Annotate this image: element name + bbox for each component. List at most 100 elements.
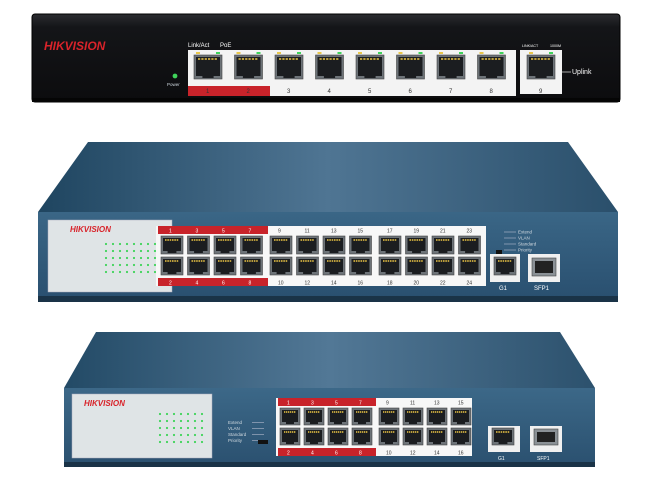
status-led [132,270,136,274]
port-14[interactable] [322,256,346,276]
port-8[interactable] [240,256,263,276]
port-8[interactable] [351,427,373,446]
port-number-7: 7 [249,229,252,235]
uplink-port-g1[interactable] [493,256,517,276]
port-number-14: 14 [331,281,337,287]
status-led [153,249,157,253]
port-9[interactable] [269,235,293,255]
sfp-port-1[interactable] [531,257,557,277]
port-number-13: 13 [331,229,337,235]
port-13[interactable] [426,407,448,426]
port-12[interactable] [296,256,319,276]
port-17[interactable] [378,235,402,255]
sfp-port-1-3[interactable] [533,428,559,446]
hikvision-logo: HIKVISION [44,39,106,53]
port-8-led-right [499,52,504,54]
port-number-21: 21 [440,229,446,235]
port-6[interactable] [396,52,425,80]
port-16[interactable] [349,256,372,276]
port-number-12: 12 [305,281,311,287]
port-10[interactable] [269,256,293,276]
port-13[interactable] [322,235,346,255]
port-4[interactable] [315,52,344,80]
port-15[interactable] [349,235,372,255]
port-5[interactable] [355,52,385,80]
port-2[interactable] [234,52,263,80]
port-22[interactable] [431,256,455,276]
port-2[interactable] [279,427,301,446]
port-4[interactable] [187,256,210,276]
port-12[interactable] [402,427,424,446]
port-7[interactable] [240,235,263,255]
status-led [118,263,122,267]
port-number-12: 12 [410,451,416,457]
status-led [118,249,122,253]
port-2[interactable] [160,256,184,276]
port-8[interactable] [477,52,506,80]
status-led [104,256,108,260]
port-16[interactable] [450,427,472,446]
port-11[interactable] [402,407,424,426]
port-18[interactable] [378,256,402,276]
port-number-19: 19 [414,229,420,235]
port-number-4: 4 [196,281,199,287]
port-4[interactable] [303,427,325,446]
port-5[interactable] [327,407,349,426]
status-led [179,426,183,430]
port-number-2: 2 [247,89,251,95]
port-1-led-right [216,52,220,54]
status-led [118,270,122,274]
port-5[interactable] [213,235,237,255]
port-3[interactable] [303,407,325,426]
port-7[interactable] [351,407,373,426]
port-3[interactable] [274,52,304,80]
status-led [118,256,122,260]
port-1[interactable] [160,235,184,255]
status-led [132,263,136,267]
port-21[interactable] [431,235,455,255]
port-14[interactable] [426,427,448,446]
port-1-led-left [196,52,200,54]
port-15[interactable] [450,407,472,426]
port-number-3: 3 [287,89,291,95]
port-6[interactable] [213,256,237,276]
port-1[interactable] [193,52,223,80]
status-led [200,419,204,423]
port-24[interactable] [458,256,481,276]
port-number-10: 10 [386,451,392,457]
status-led [165,440,169,444]
uplink-led-label-link: LINK/ACT [522,44,539,48]
status-led [165,433,169,437]
port-6[interactable] [327,427,349,446]
status-led [186,433,190,437]
port-19[interactable] [405,235,428,255]
uplink-port-9[interactable] [526,52,556,80]
port-7[interactable] [436,52,466,80]
status-led [104,249,108,253]
port-1[interactable] [279,407,301,426]
port-23[interactable] [458,235,481,255]
port-11[interactable] [296,235,319,255]
port-number-11: 11 [305,229,310,235]
poe-port-band [188,86,270,96]
port-20[interactable] [405,256,428,276]
mode-switch[interactable] [496,250,502,254]
poe-band-top [158,226,268,234]
port-9[interactable] [378,407,400,426]
sfp-port-label: SFP1 [534,286,550,292]
status-led [146,270,150,274]
port-number-14: 14 [434,451,440,457]
port-number-1: 1 [287,401,290,407]
mode-switch-3[interactable] [258,440,268,444]
status-led [193,433,197,437]
switch-2-top [38,142,618,212]
uplink-port-g1-3[interactable] [491,427,515,446]
port-3[interactable] [187,235,210,255]
status-led [186,419,190,423]
uplink-port-9-led-left [529,52,533,54]
uplink-port-label-g1-3: G1 [498,456,505,462]
led-panel [47,219,173,293]
port-10[interactable] [378,427,400,446]
